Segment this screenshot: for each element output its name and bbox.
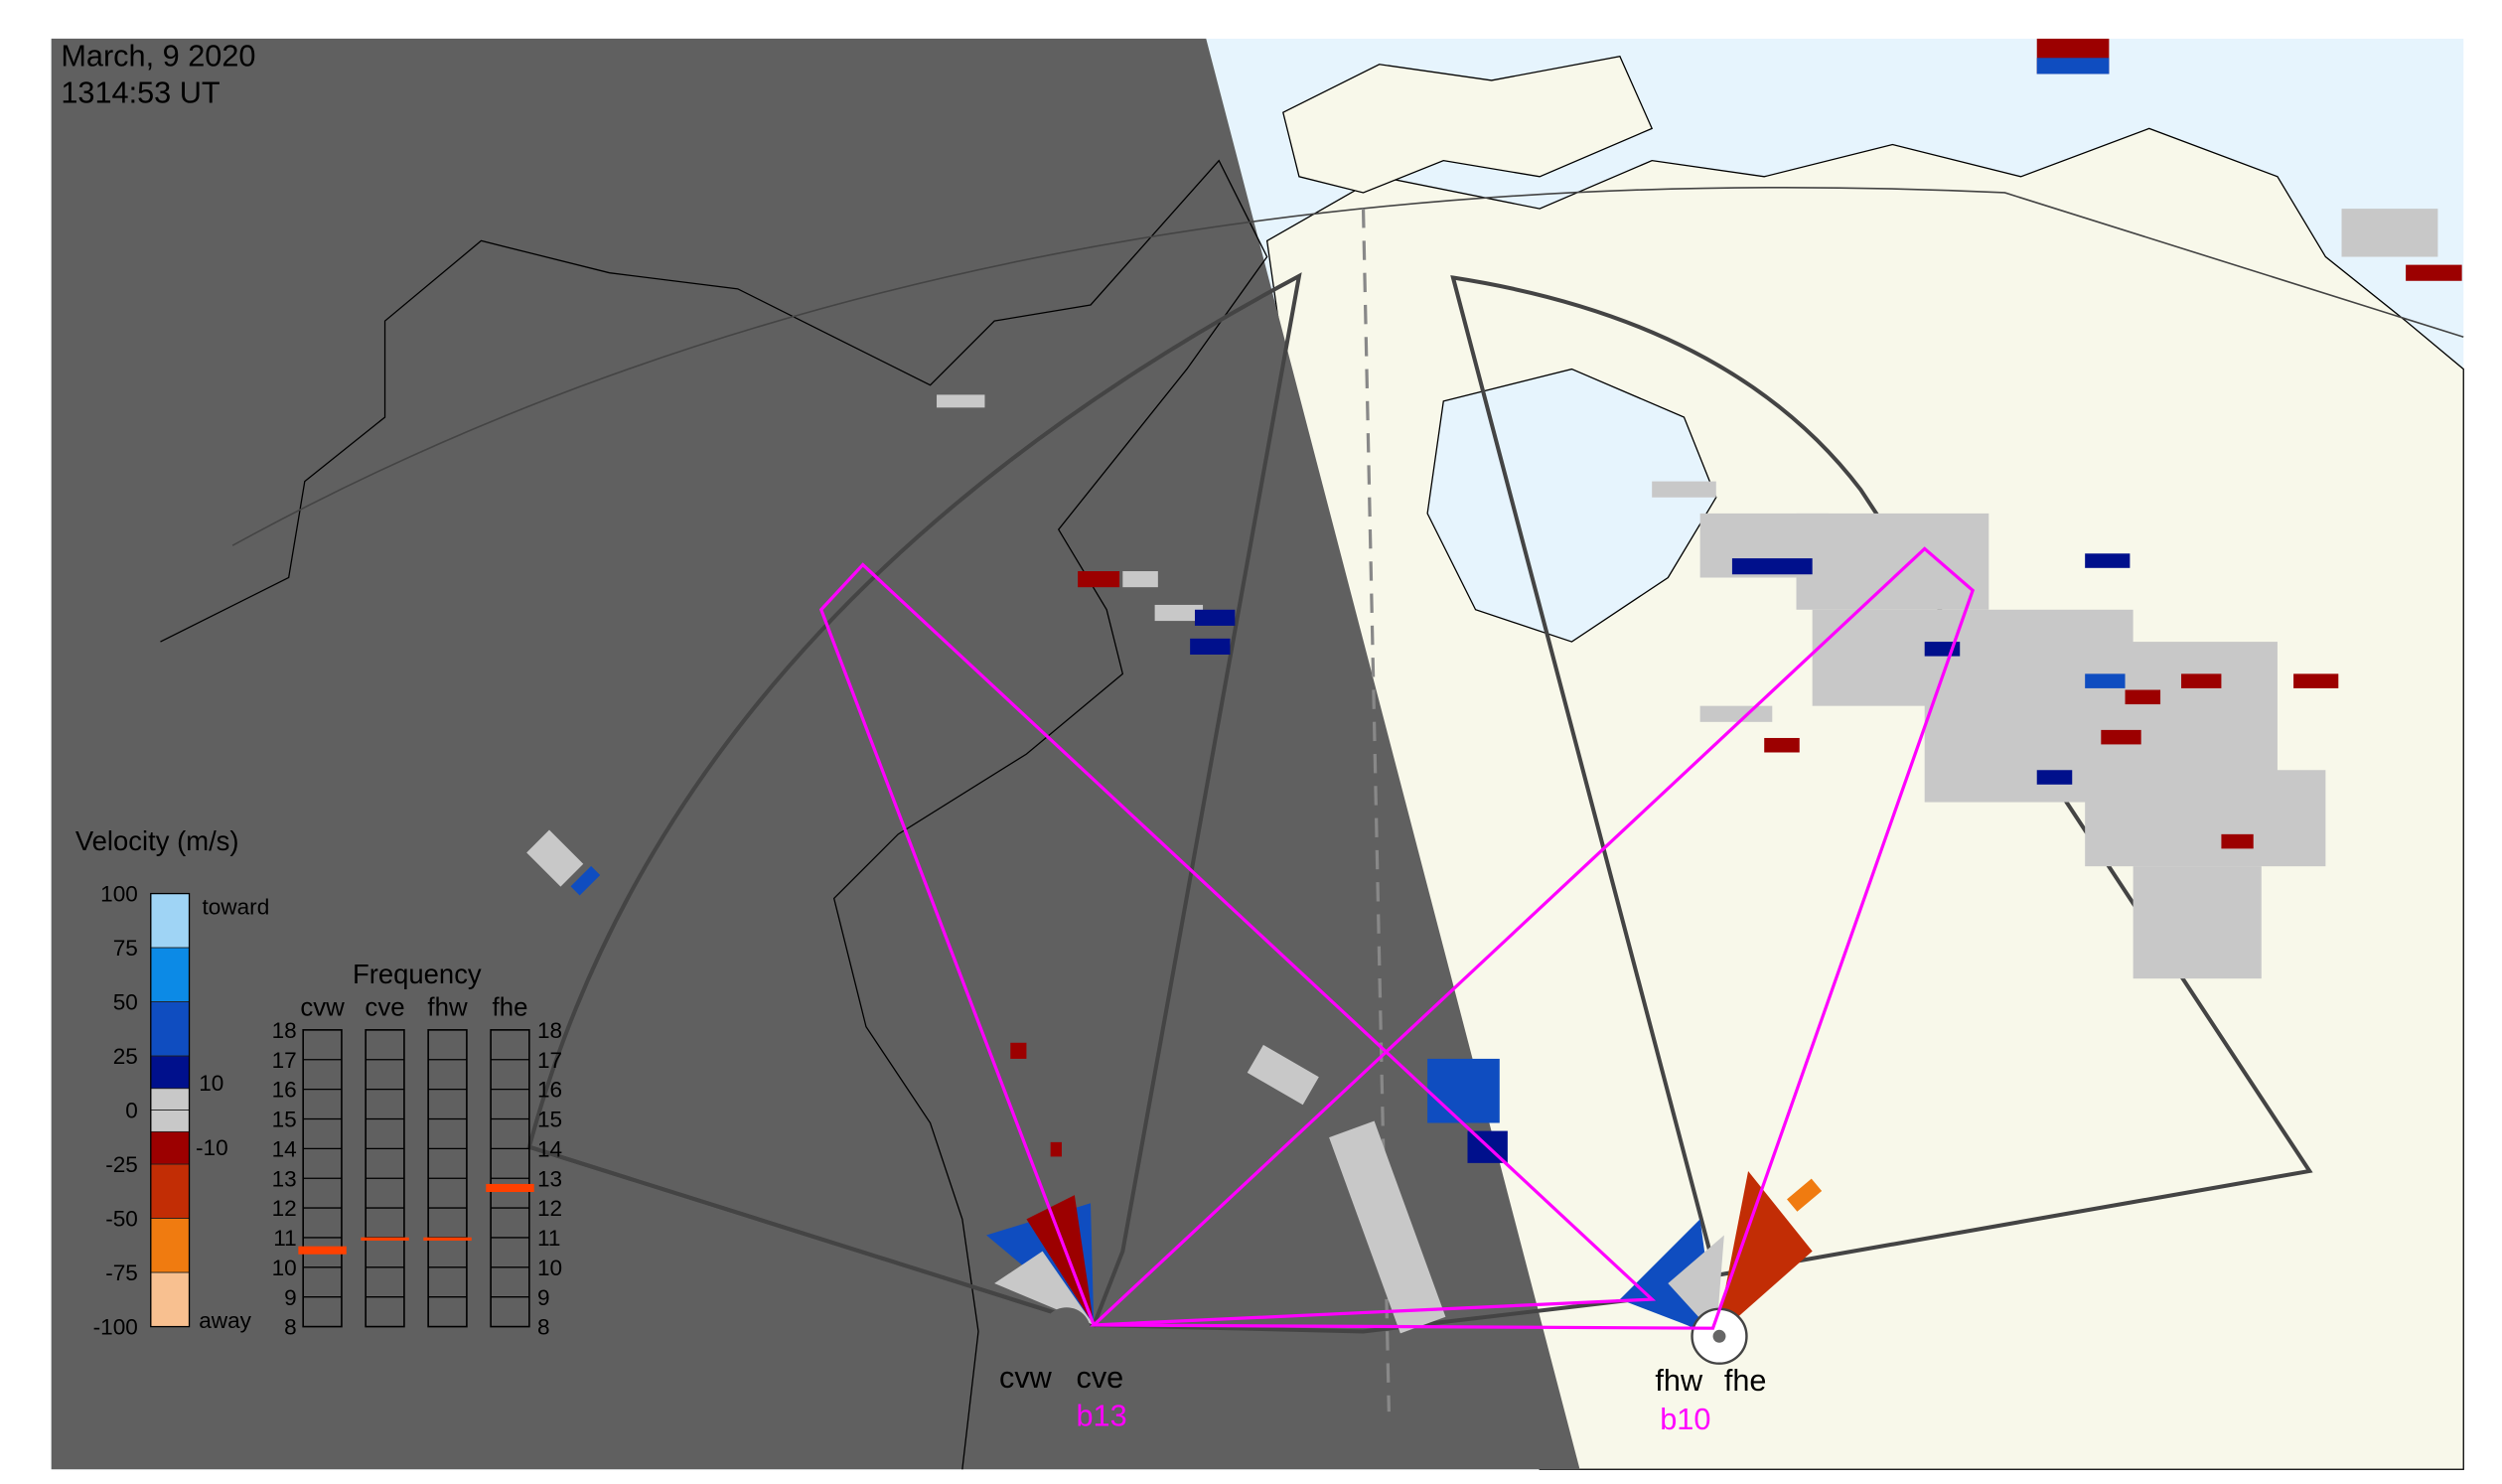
fh-fov-outline [1450,275,2313,1278]
velocity-tick-label: -25 [105,1152,138,1177]
frequency-tick-left: 16 [272,1078,297,1103]
toward-label: toward [202,895,269,920]
frequency-tick-right: 14 [537,1136,562,1161]
away-label: away [199,1308,251,1333]
frequency-tick-left: 11 [273,1226,296,1251]
colorbar-segment [150,1110,190,1132]
velocity-tick-label: 0 [125,1099,138,1123]
velocity-tick-label: 50 [113,990,138,1015]
colorbar-segment [150,1218,190,1273]
frequency-tick-left: 8 [284,1315,297,1340]
velocity-tick-labels: 100 75 50 25 0 -25 -50 -75 -100 [93,882,138,1340]
site-label-cve: cve [1076,1360,1123,1395]
frequency-tick-left: 14 [272,1136,297,1161]
frequency-tick-right: 17 [537,1048,562,1073]
frequency-marker-cvw [298,1246,347,1255]
frequency-tick-left: 9 [284,1285,297,1310]
frequency-tick-right: 8 [537,1315,550,1340]
coastline-alaska [160,159,1268,1470]
cv-beam-13 [818,562,1657,1327]
frequency-tick-left: 15 [272,1108,297,1132]
frequency-tick-right: 13 [537,1166,562,1191]
frequency-radar-label-fhw: fhw [427,993,468,1021]
frequency-tick-left: 17 [272,1048,297,1073]
frequency-radar-label-cve: cve [365,993,404,1021]
night-terminator-region [51,38,1580,1470]
frequency-radar-label-fhe: fhe [493,993,528,1021]
colorbar-frame [150,892,191,1328]
site-label-cvw: cvw [999,1360,1053,1395]
gs-upper-label: 10 [199,1071,223,1096]
site-label-fhw: fhw [1655,1363,1703,1398]
velocity-legend-title: Velocity (m/s) [75,825,239,856]
velocity-tick-label: 75 [113,936,138,961]
site-label-fhe: fhe [1724,1363,1767,1398]
frequency-tick-left: 10 [272,1256,297,1280]
velocity-tick-label: -75 [105,1261,138,1285]
beam-label-fh: b10 [1660,1402,1710,1436]
frequency-tick-right: 18 [537,1018,562,1043]
frequency-marker-cve [361,1237,409,1241]
frequency-tick-left: 13 [272,1166,297,1191]
colorbar-segment [150,1001,190,1057]
frequency-tick-left: 18 [272,1018,297,1043]
colorbar-segment [150,1163,190,1219]
colorbar-segment [150,1055,190,1090]
frequency-radar-label-cvw: cvw [300,993,345,1021]
velocity-legend: Velocity (m/s) 100 75 50 25 0 -25 -50 -75 -100 t… [75,825,269,1340]
colorbar-segment [150,1130,190,1165]
frequency-tick-left: 12 [272,1196,297,1221]
fh-radar-fan [1619,1170,1823,1365]
time-label: 1314:53 UT [61,75,221,110]
velocity-tick-label: 25 [113,1044,138,1069]
latitude-arc-outer [231,186,2464,546]
velocity-colorbar [150,892,191,1328]
colorbar-segment [150,947,190,1002]
velocity-tick-label: -100 [93,1315,138,1340]
velocity-tick-label: -50 [105,1207,138,1232]
colorbar-segment [150,1088,190,1111]
arctic-islands [1282,55,1654,194]
frequency-marker-fhe [486,1183,534,1193]
frequency-tick-right: 11 [537,1226,560,1251]
fh-beam-10 [1090,546,1976,1330]
frequency-marker-fhw [423,1237,472,1241]
beam-label-cv: b13 [1076,1399,1126,1433]
frequency-tick-right: 16 [537,1078,562,1103]
frequency-tick-right: 15 [537,1108,562,1132]
frequency-column-cvw [302,1029,343,1328]
map-area [51,38,2464,1470]
date-label: March, 9 2020 [61,38,255,73]
velocity-tick-label: 100 [100,882,138,907]
hudson-bay [1426,368,1717,643]
cv-radar-fan [986,1195,1095,1356]
colorbar-segment [150,1271,190,1327]
frequency-tick-right: 12 [537,1196,562,1221]
velocity-scatter [570,38,2462,1163]
gs-lower-label: -10 [196,1135,228,1160]
frequency-tick-right: 10 [537,1256,562,1280]
frequency-tick-right: 9 [537,1285,550,1310]
colorbar-segment [150,893,190,949]
frequency-title: Frequency [353,959,482,989]
